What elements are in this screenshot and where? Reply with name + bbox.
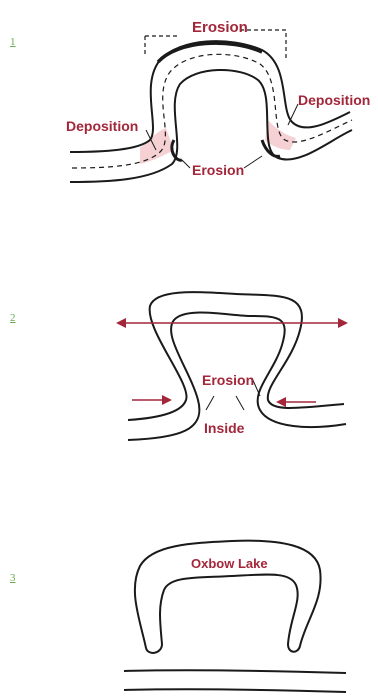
label-oxbow-lake: Oxbow Lake — [191, 556, 268, 571]
river-bank-bottom — [124, 689, 346, 692]
river-bank-top — [124, 670, 346, 673]
